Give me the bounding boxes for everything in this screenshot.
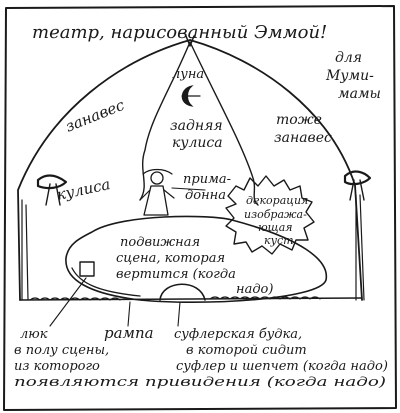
stage-label: надо) xyxy=(236,282,273,297)
dedication: для Муми- мамы xyxy=(325,50,381,102)
arch-pendant xyxy=(185,35,195,47)
scenery-label: ющая xyxy=(258,221,293,234)
curtain-folds-left xyxy=(21,199,29,301)
hatch-label-line: появляются привидения (когда надо) xyxy=(14,375,386,390)
inner-curtain-left xyxy=(139,41,191,201)
dedication-line: Муми- xyxy=(325,68,374,84)
bush-icon xyxy=(225,175,315,255)
moon-label: луна xyxy=(172,67,204,82)
trapdoor xyxy=(79,261,95,277)
tieback-left xyxy=(36,174,68,206)
stage-label: сцена, которая xyxy=(116,251,225,266)
prompter-label-line: в которой сидит xyxy=(186,343,307,358)
curtain-right-label: занавес xyxy=(274,130,332,146)
hatch-label-line: в полу сцены, xyxy=(14,343,109,358)
rotating-stage xyxy=(65,215,328,304)
footlights-label: рампа xyxy=(104,324,154,342)
arch-right xyxy=(189,39,363,301)
curtain-right-label: тоже xyxy=(276,112,322,128)
arch-left xyxy=(17,39,191,301)
tieback-right xyxy=(343,170,372,201)
drawing-title: театр, нарисованный Эммой! xyxy=(32,22,327,43)
dedication-line: для xyxy=(335,50,362,66)
scenery-label: изобража- xyxy=(244,208,307,221)
prima-donna-label: прима- xyxy=(183,172,231,187)
prompter-pointer xyxy=(177,301,181,327)
prompter-label: суфлерская будка, в которой сидит суфлер… xyxy=(174,327,388,374)
prima-donna-label: донна xyxy=(185,188,226,203)
stage-label: вертится (когда xyxy=(116,267,236,282)
inner-curtain-right xyxy=(189,41,259,206)
scenery-label: куст xyxy=(264,234,294,247)
prompter-box xyxy=(159,283,206,301)
prima-donna-figure xyxy=(139,168,206,216)
dedication-line: мамы xyxy=(338,86,381,102)
trapdoor-pointer xyxy=(49,277,87,327)
curtain-folds-right xyxy=(355,194,365,301)
stage-floor xyxy=(19,297,363,301)
moon-icon xyxy=(181,85,201,107)
hatch-label-line: люк xyxy=(20,327,48,342)
back-wing-label: задняя xyxy=(170,118,223,134)
footlights-bumps xyxy=(29,296,321,301)
hatch-label-line: из которого xyxy=(14,359,100,374)
hatch-label: люк в полу сцены, из которого появляются… xyxy=(14,327,386,390)
back-wing-label: кулиса xyxy=(172,135,223,151)
prompter-label-line: суфлерская будка, xyxy=(174,327,302,342)
stage-label: подвижная xyxy=(120,235,200,250)
prompter-label-line: суфлер и шепчет (когда надо) xyxy=(176,359,388,374)
stage-edge xyxy=(71,267,141,297)
curtain-left-label: занавес xyxy=(63,96,128,136)
footlights-pointer xyxy=(127,301,131,327)
scenery-label: декорация xyxy=(246,194,308,207)
frame xyxy=(3,5,397,411)
